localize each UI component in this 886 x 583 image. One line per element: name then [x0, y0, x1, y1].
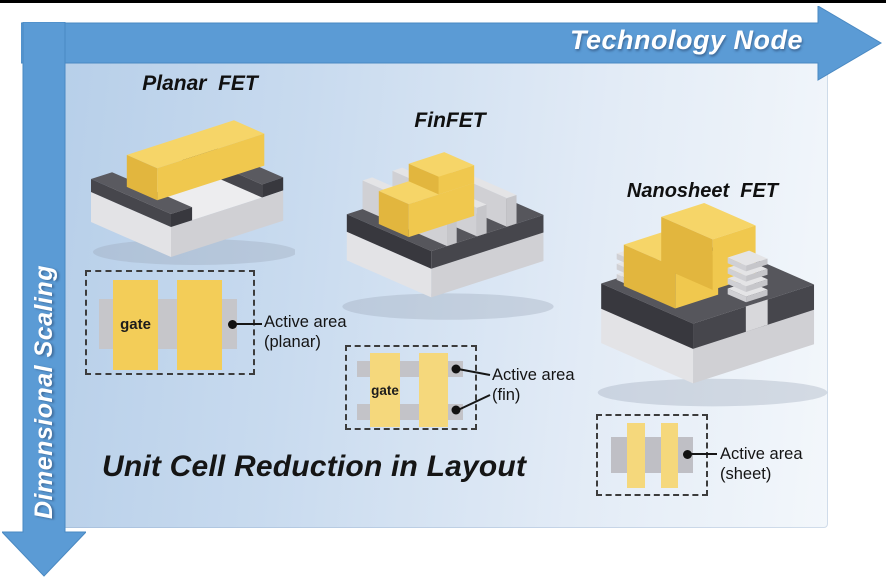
- finfet-title: FinFET: [414, 109, 486, 132]
- caption: Unit Cell Reduction in Layout: [102, 450, 527, 483]
- top-border-line: [0, 0, 886, 3]
- gate-bar: [177, 280, 222, 370]
- callout-dot: [683, 450, 692, 459]
- gate-bar: [627, 423, 645, 488]
- callout-line: [236, 323, 262, 325]
- nanosheet-stack-front: [727, 250, 768, 303]
- technology-node-arrow: [21, 6, 882, 81]
- callout-line: [691, 453, 717, 455]
- nanosheet-fet-illustration: [597, 203, 828, 407]
- planar-fet-illustration: [91, 120, 295, 265]
- gate-label: gate: [120, 316, 151, 333]
- callout-text-sheet: Active area (sheet): [720, 445, 803, 483]
- shadow: [93, 239, 295, 265]
- callout-text-planar: Active area (planar): [264, 313, 347, 351]
- gate-block: [378, 152, 475, 238]
- active-area-band-sheet: [611, 437, 693, 473]
- fin-layout-box: [345, 345, 477, 430]
- dimensional-scaling-text: Dimensional Scaling: [29, 264, 58, 519]
- planar-layout-box: [85, 270, 255, 375]
- gate-bar: [419, 353, 448, 427]
- callout-text-fin: Active area (fin): [492, 366, 575, 404]
- gate-label: gate: [371, 383, 399, 398]
- technology-node-label: Technology Node: [569, 25, 803, 55]
- planar-fet-title: Planar FET: [142, 72, 258, 95]
- dimensional-scaling-label: Dimensional Scaling: [23, 23, 65, 533]
- shadow: [597, 378, 828, 407]
- gate-bar: [113, 280, 158, 370]
- dimensional-scaling-arrow: [2, 22, 86, 577]
- gate-bar: [126, 120, 265, 201]
- callout-dot: [451, 405, 461, 415]
- nanosheet-fet-title: Nanosheet FET: [626, 180, 779, 202]
- trench: [745, 299, 768, 332]
- sheet-layout-box: [596, 414, 708, 496]
- gate-bar: [661, 423, 678, 488]
- callout-dot: [228, 320, 237, 329]
- callout-dot: [451, 364, 461, 374]
- gate-block: [623, 203, 756, 309]
- finfet-illustration: [342, 152, 554, 320]
- shadow: [342, 293, 554, 320]
- fin-callout-lines: [451, 364, 491, 415]
- gate-bar: [370, 353, 400, 427]
